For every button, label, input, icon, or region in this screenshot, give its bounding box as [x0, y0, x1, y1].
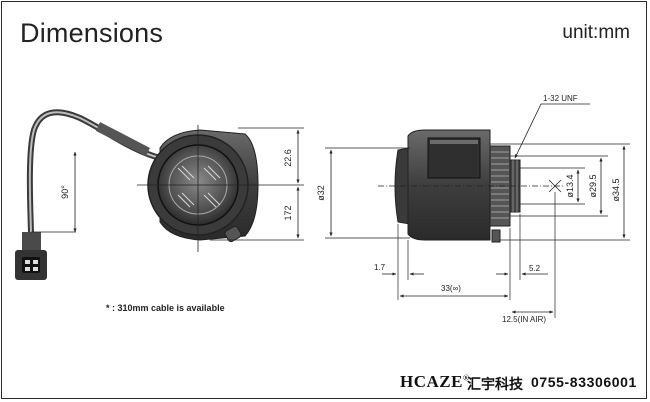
dim-33: 33(∞): [441, 284, 461, 293]
cable: [26, 109, 163, 235]
phone-number: 0755-83306001: [531, 374, 637, 390]
dim-1-7: 1.7: [374, 263, 386, 272]
dim-29-5: ø29.5: [588, 174, 598, 197]
page-title: Dimensions: [20, 18, 164, 48]
cable-boot: [96, 122, 150, 156]
unit-label: unit:mm: [562, 22, 630, 43]
dim-12-5: 12.5(IN AIR): [502, 315, 546, 324]
dim-32: ø32: [316, 185, 326, 201]
dim-172: 172: [283, 205, 293, 220]
dim-34-5: ø34.5: [611, 178, 621, 201]
brand-logo: HCAZE®: [400, 372, 469, 392]
dim-13-4: ø13.4: [565, 174, 575, 197]
connector-neck: [22, 232, 41, 252]
thread-label: 1-32 UNF: [543, 94, 578, 103]
side-knob: [491, 229, 501, 243]
adjust-knob: [224, 225, 242, 243]
side-view: [325, 103, 630, 318]
cable-note: * : 310mm cable is available: [106, 303, 225, 313]
dim-angle: 90°: [60, 185, 70, 199]
company-name: 汇宇科技: [467, 377, 523, 393]
dim-5-2: 5.2: [529, 264, 541, 273]
motor-box: [427, 137, 481, 179]
brand-text: HCAZE: [400, 372, 463, 391]
brand-reg-mark: ®: [462, 373, 470, 383]
front-view: [15, 109, 304, 280]
dim-22-6: 22.6: [283, 149, 293, 167]
